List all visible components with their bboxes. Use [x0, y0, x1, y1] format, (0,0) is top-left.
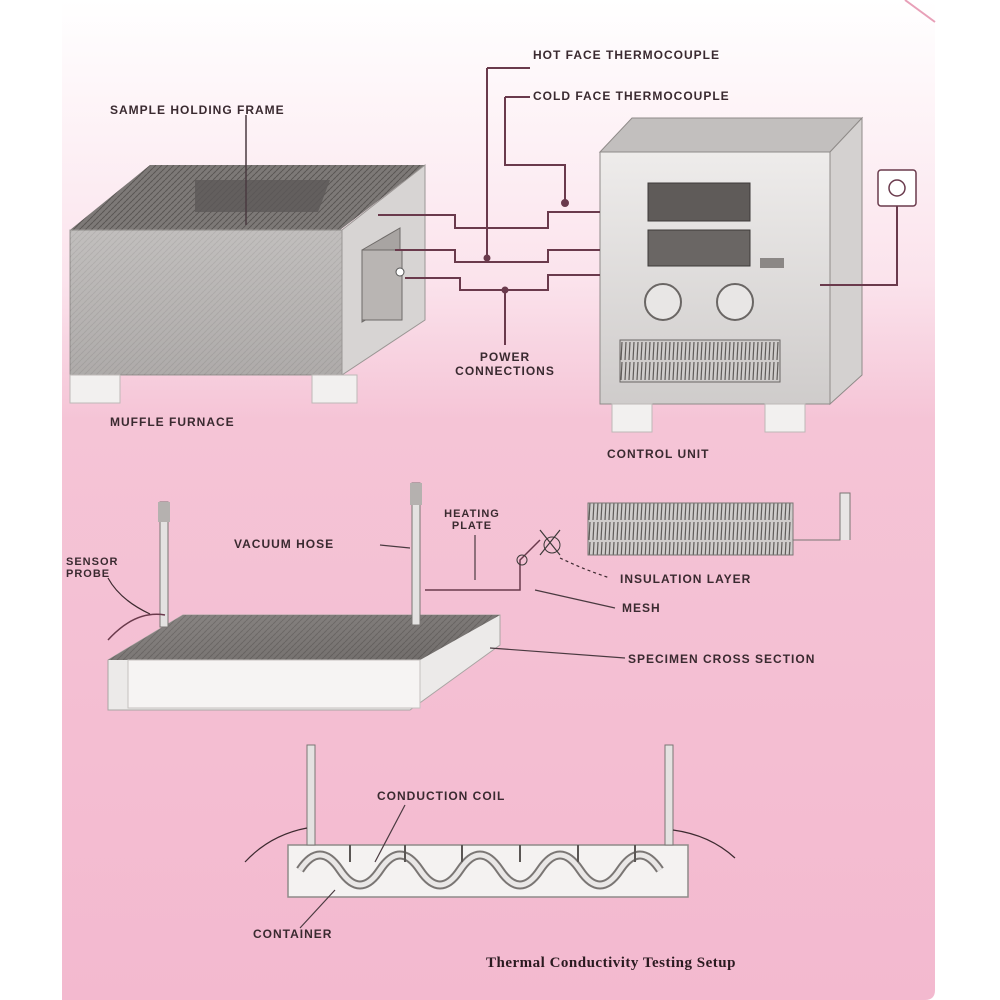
label-cold-face-thermocouple: COLD FACE THERMOCOUPLE	[533, 89, 730, 103]
label-control-unit: CONTROL UNIT	[607, 447, 710, 461]
heating-assembly	[107, 482, 851, 711]
label-power-line2: CONNECTIONS	[455, 364, 555, 378]
label-heating-line1: HEATING	[444, 508, 500, 520]
diagram-caption: Thermal Conductivity Testing Setup	[486, 955, 736, 971]
label-sensor-probe: SENSOR PROBE	[66, 556, 118, 580]
label-specimen-cross-section: SPECIMEN CROSS SECTION	[628, 652, 816, 666]
label-muffle-furnace: MUFFLE FURNACE	[110, 415, 235, 429]
label-vacuum-hose: VACUUM HOSE	[234, 537, 335, 551]
label-hot-face-thermocouple: HOT FACE THERMOCOUPLE	[533, 48, 721, 62]
label-power-connections: POWER CONNECTIONS	[445, 350, 565, 378]
label-insulation-layer: INSULATION LAYER	[620, 572, 752, 586]
label-sensor-line1: SENSOR	[66, 556, 119, 568]
label-container: CONTAINER	[253, 927, 333, 941]
coil-container	[244, 744, 736, 929]
connection-wires	[378, 67, 600, 345]
label-heating-line2: PLATE	[451, 520, 493, 532]
label-power-line1: POWER	[479, 350, 531, 364]
label-sample-holding-frame: SAMPLE HOLDING FRAME	[110, 103, 285, 117]
muffle-furnace	[69, 115, 426, 404]
label-sensor-line2: PROBE	[66, 568, 111, 580]
label-wire-mesh: MESH	[622, 601, 661, 615]
control-unit-device	[598, 116, 917, 433]
label-heating-plate: HEATING PLATE	[432, 508, 512, 532]
label-conduction-coil: CONDUCTION COIL	[377, 789, 506, 803]
